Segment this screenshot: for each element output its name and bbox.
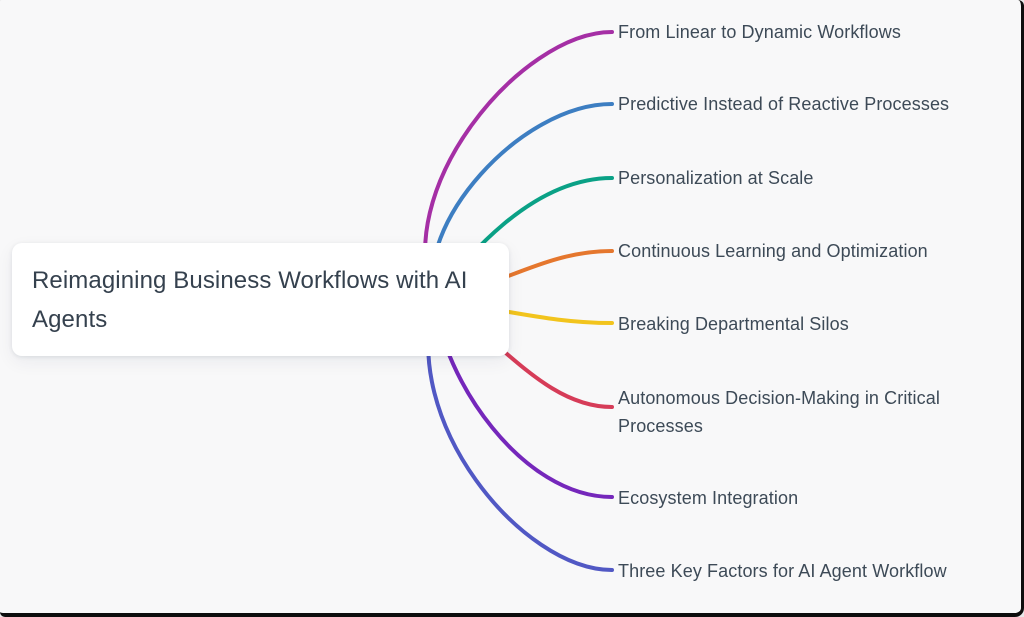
root-node-label: Reimagining Business Workflows with AI A… [32,266,468,333]
branch-label-personalization[interactable]: Personalization at Scale [618,168,814,188]
branch-label-breaking-silos[interactable]: Breaking Departmental Silos [618,314,849,334]
branch-label-predictive[interactable]: Predictive Instead of Reactive Processes [618,94,950,114]
branch-label-autonomous[interactable]: Autonomous Decision-Making in Critical P… [618,388,940,436]
root-node[interactable]: Reimagining Business Workflows with AI A… [12,243,509,356]
branch-label-continuous[interactable]: Continuous Learning and Optimization [618,241,928,261]
branch-label-from-linear[interactable]: From Linear to Dynamic Workflows [618,22,901,42]
branch-label-three-key-factors[interactable]: Three Key Factors for AI Agent Workflow [618,561,947,581]
branch-label-ecosystem[interactable]: Ecosystem Integration [618,488,799,508]
